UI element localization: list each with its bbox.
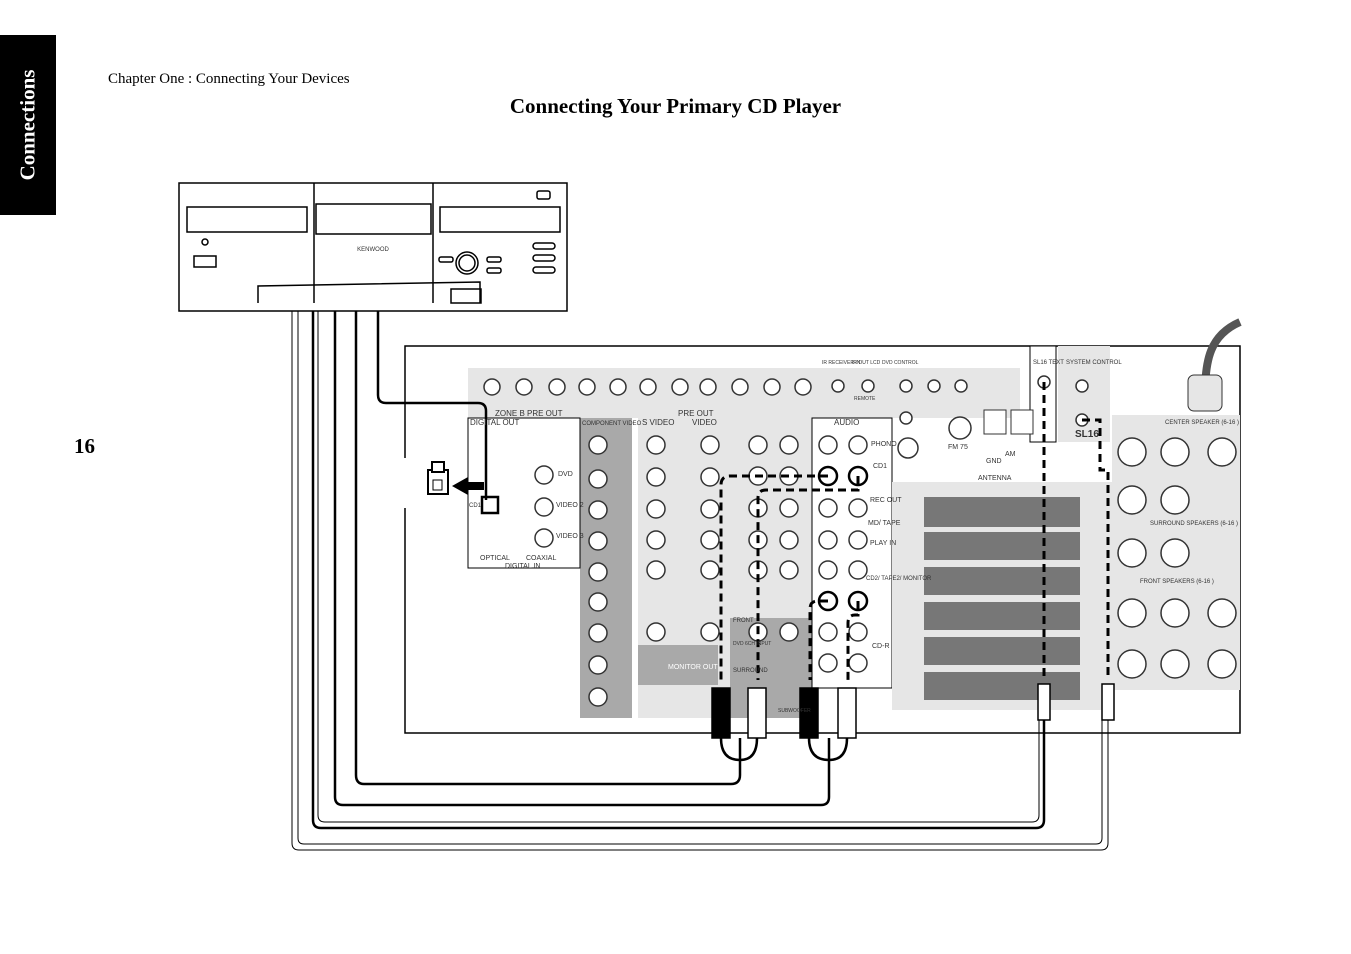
page-number: 16 — [74, 434, 95, 458]
label-ir-receiver-in: IR RECEIVER IN — [822, 360, 861, 366]
label-sl16: SL16 — [1075, 429, 1099, 440]
label-coaxial: COAXIAL — [526, 555, 556, 562]
label-dvd-control: DVD CONTROL — [882, 360, 919, 366]
label-zone-b: ZONE B PRE OUT — [495, 409, 563, 418]
label-component-video: COMPONENT VIDEO — [582, 421, 642, 427]
label-sl16-text: SL16 TEXT — [1033, 360, 1064, 366]
label-antenna: ANTENNA — [978, 475, 1012, 482]
label-center-speaker: CENTER SPEAKER (6-16 ) — [1165, 420, 1239, 426]
cd-player-brand: KENWOOD — [357, 247, 389, 253]
label-digital-in: DIGITAL IN — [505, 563, 540, 570]
optical-plug — [404, 458, 484, 508]
label-system-control: SYSTEM CONTROL — [1066, 360, 1122, 366]
page-title: Connecting Your Primary CD Player — [509, 94, 842, 118]
label-md-tape: MD/ TAPE — [868, 520, 901, 527]
label-cd-r: CD-R — [872, 643, 890, 650]
jack-grid — [483, 375, 1237, 707]
label-remote: REMOTE — [854, 396, 876, 402]
label-cd1: CD1 — [873, 463, 887, 470]
label-cd1-digital: CD1 — [469, 503, 482, 509]
rca-plugs — [711, 683, 1115, 739]
label-front-speakers: FRONT SPEAKERS (6-16 ) — [1140, 579, 1214, 585]
label-subwoofer: SUBWOOFER — [778, 708, 811, 714]
label-gnd: GND — [986, 458, 1002, 465]
label-dvd-6ch: DVD 6CH INPUT — [733, 641, 771, 647]
chapter-heading: Chapter One : Connecting Your Devices — [108, 71, 350, 87]
dashed-cables — [719, 382, 1110, 680]
receiver-labels: DIGITAL OUT ZONE B PRE OUT PRE OUT COMPO… — [469, 360, 1239, 714]
label-audio: AUDIO — [834, 418, 859, 427]
label-video: VIDEO — [692, 418, 717, 427]
solid-cables — [311, 311, 1046, 830]
label-cd2-tape-monitor: CD2/ TAPE2/ MONITOR — [866, 576, 932, 582]
vent-grille — [924, 497, 1080, 700]
connections-side-tab: Connections — [0, 35, 56, 215]
label-optical: OPTICAL — [480, 555, 510, 562]
label-phono: PHONO — [871, 441, 897, 448]
label-digital-out: DIGITAL OUT — [470, 418, 519, 427]
cd-player — [178, 182, 568, 312]
label-front: FRONT — [733, 618, 754, 624]
label-video2: VIDEO 2 — [556, 502, 584, 509]
label-play-in: PLAY IN — [870, 540, 896, 547]
label-pre-out: PRE OUT — [678, 409, 714, 418]
label-video3: VIDEO 3 — [556, 533, 584, 540]
label-dvd: DVD — [558, 471, 573, 478]
label-s-video: S VIDEO — [642, 418, 674, 427]
label-am: AM — [1005, 451, 1016, 458]
outer-cables — [291, 311, 1109, 851]
label-surround-speakers: SURROUND SPEAKERS (6-16 ) — [1150, 521, 1238, 527]
label-rec-out: REC OUT — [870, 497, 902, 504]
label-ir-out-lcd: IR OUT LCD — [852, 360, 881, 366]
label-monitor-out: MONITOR OUT — [668, 664, 718, 671]
label-surround: SURROUND — [733, 668, 768, 674]
label-fm75: FM 75 — [948, 444, 968, 451]
